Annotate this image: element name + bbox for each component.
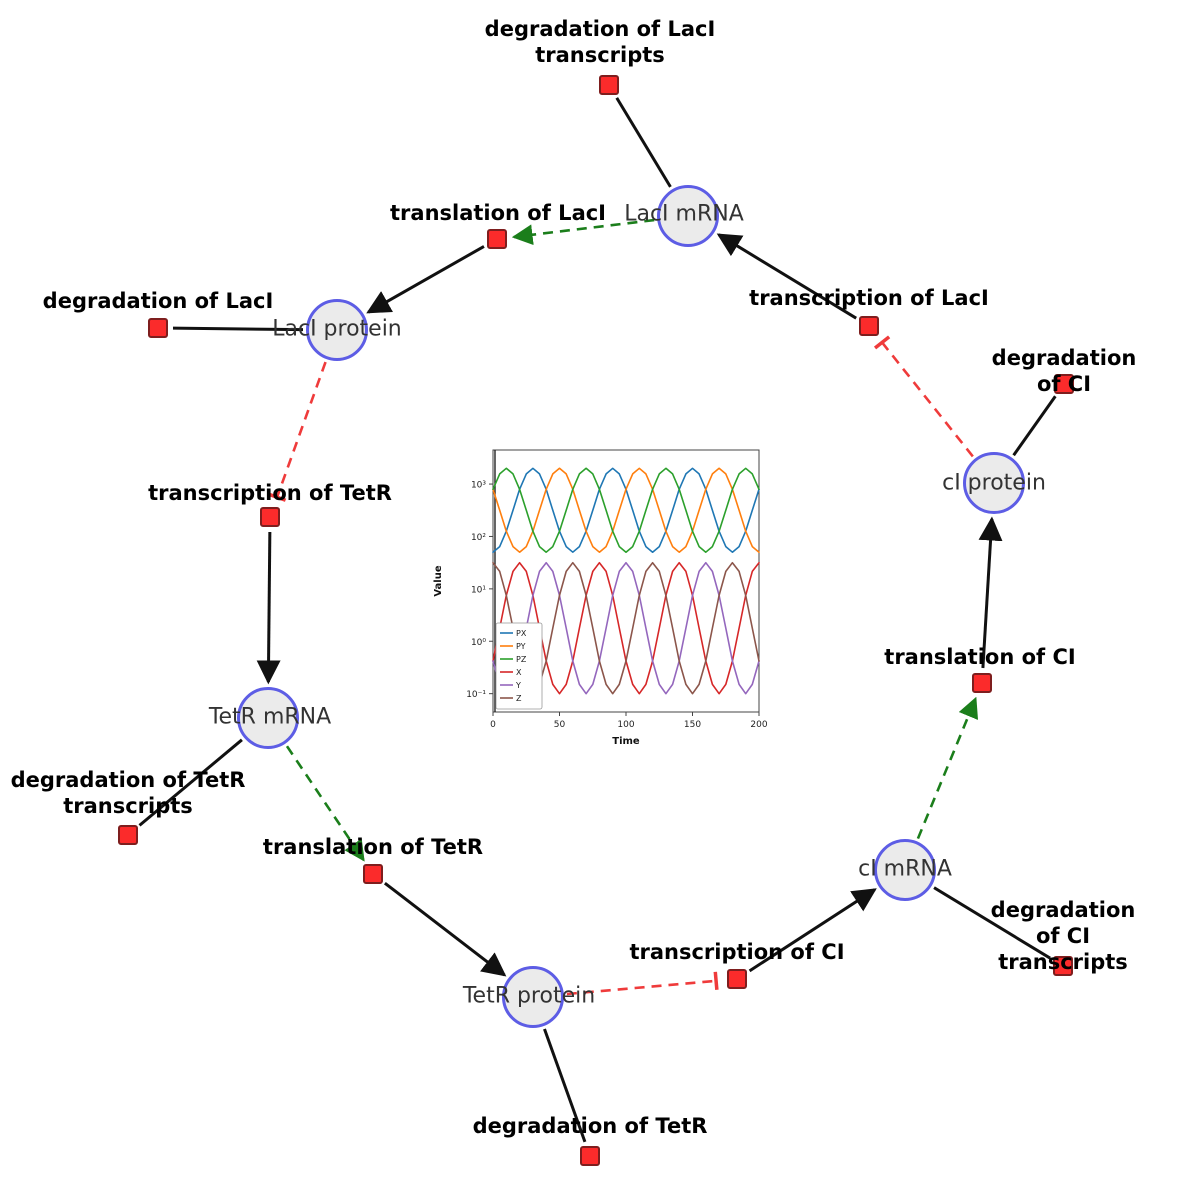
reaction-node-degradation-tetr[interactable] xyxy=(580,1146,600,1166)
edge-laci_mrna-transl_laci xyxy=(511,218,655,246)
inhibition-tbar-ci_protein-transcr_laci xyxy=(873,335,891,350)
series-PZ xyxy=(492,467,760,553)
y-tick-label: 10¹ xyxy=(471,585,486,595)
edge-laci_protein-transcr_tetr xyxy=(275,361,327,498)
edge-ci_mrna-transl_ci xyxy=(916,696,979,840)
reaction-label-degradation-tetr: degradation of TetR xyxy=(472,1114,708,1138)
reaction-label-degradation-ci-transcripts: degradation of CI transcripts xyxy=(990,898,1136,975)
reaction-label-degradation-laci-transcripts: degradation of LacI transcripts xyxy=(484,17,716,68)
species-label-ci-mrna: cI mRNA xyxy=(858,856,952,882)
reaction-node-degradation-tetr-transcripts[interactable] xyxy=(118,825,138,845)
reaction-label-degradation-laci: degradation of LacI xyxy=(42,289,274,313)
inhibition-tbar-laci_protein-transcr_tetr xyxy=(268,492,287,502)
reaction-label-degradation-ci: degradation of CI xyxy=(991,346,1137,397)
reaction-node-degradation-ci-transcripts[interactable] xyxy=(1053,956,1073,976)
species-label-laci-mrna: LacI mRNA xyxy=(624,201,744,227)
edge-tetr_mrna-deg_tetr_tx xyxy=(138,738,243,827)
edge-transcr_tetr-tetr_mrna xyxy=(256,531,281,685)
reaction-node-transcription-laci[interactable] xyxy=(859,316,879,336)
edge-ci_protein-transcr_laci xyxy=(881,341,974,458)
x-tick-label: 100 xyxy=(617,720,634,730)
legend-label-PY: PY xyxy=(516,642,526,651)
reaction-node-translation-ci[interactable] xyxy=(972,673,992,693)
species-node-tetr-protein[interactable] xyxy=(502,966,564,1028)
legend-label-X: X xyxy=(516,668,522,677)
reaction-node-translation-laci[interactable] xyxy=(487,229,507,249)
edge-laci_protein-deg_laci xyxy=(172,326,304,332)
edge-transl_tetr-tetr_protein xyxy=(383,881,507,977)
reaction-node-degradation-ci[interactable] xyxy=(1054,374,1074,394)
edge-transcr_ci-ci_mrna xyxy=(748,888,877,973)
species-label-ci-protein: cI protein xyxy=(942,470,1046,496)
reaction-node-translation-tetr[interactable] xyxy=(363,864,383,884)
species-node-ci-protein[interactable] xyxy=(963,452,1025,514)
reaction-label-transcription-tetr: transcription of TetR xyxy=(148,481,392,505)
edge-tetr_protein-transcr_ci xyxy=(566,979,717,996)
chart-ylabel: Value xyxy=(433,565,444,596)
edge-transl_ci-ci_protein xyxy=(978,516,1003,669)
chart-xlabel: Time xyxy=(612,736,640,747)
species-label-laci-protein: LacI protein xyxy=(272,316,402,342)
edge-ci_mrna-deg_ci_tx xyxy=(933,886,1051,960)
reaction-label-translation-tetr: translation of TetR xyxy=(262,835,484,859)
species-label-tetr-mrna: TetR mRNA xyxy=(208,704,332,730)
reaction-label-translation-ci: translation of CI xyxy=(884,645,1076,669)
reaction-node-transcription-tetr[interactable] xyxy=(260,507,280,527)
reaction-label-degradation-tetr-transcripts: degradation of TetR transcripts xyxy=(10,768,246,819)
reaction-node-degradation-laci[interactable] xyxy=(148,318,168,338)
reaction-label-transcription-ci: transcription of CI xyxy=(629,940,845,964)
edge-tetr_protein-deg_tetr xyxy=(543,1028,587,1143)
legend-label-Z: Z xyxy=(516,694,522,703)
chart-legend xyxy=(495,622,543,710)
reaction-label-translation-laci: translation of LacI xyxy=(390,201,606,225)
species-node-laci-protein[interactable] xyxy=(306,299,368,361)
species-node-laci-mrna[interactable] xyxy=(657,185,719,247)
series-Y xyxy=(492,561,760,695)
edge-ci_protein-deg_ci xyxy=(1012,395,1057,457)
legend-label-PX: PX xyxy=(516,629,527,638)
x-tick-label: 150 xyxy=(684,720,701,730)
x-tick-label: 0 xyxy=(490,720,496,730)
legend-label-PZ: PZ xyxy=(516,655,527,664)
series-PY xyxy=(492,467,760,553)
inhibition-tbar-tetr_protein-transcr_ci xyxy=(713,971,719,990)
y-tick-label: 10⁻¹ xyxy=(466,690,486,700)
reaction-node-transcription-ci[interactable] xyxy=(727,969,747,989)
species-label-tetr-protein: TetR protein xyxy=(462,983,596,1009)
species-node-tetr-mrna[interactable] xyxy=(237,687,299,749)
edge-transl_laci-laci_protein xyxy=(366,245,485,314)
edge-tetr_mrna-transl_tetr xyxy=(285,745,365,862)
x-tick-label: 50 xyxy=(554,720,566,730)
legend-label-Y: Y xyxy=(515,681,521,690)
y-tick-label: 10³ xyxy=(471,481,486,491)
y-tick-label: 10² xyxy=(471,533,486,543)
reaction-label-transcription-laci: transcription of LacI xyxy=(749,286,989,310)
x-tick-label: 200 xyxy=(750,720,767,730)
species-node-ci-mrna[interactable] xyxy=(874,839,936,901)
edge-transcr_laci-laci_mrna xyxy=(716,233,857,320)
reaction-node-degradation-laci-transcripts[interactable] xyxy=(599,75,619,95)
edge-laci_mrna-deg_laci_tx xyxy=(615,97,672,188)
y-tick-label: 10⁰ xyxy=(471,638,486,648)
